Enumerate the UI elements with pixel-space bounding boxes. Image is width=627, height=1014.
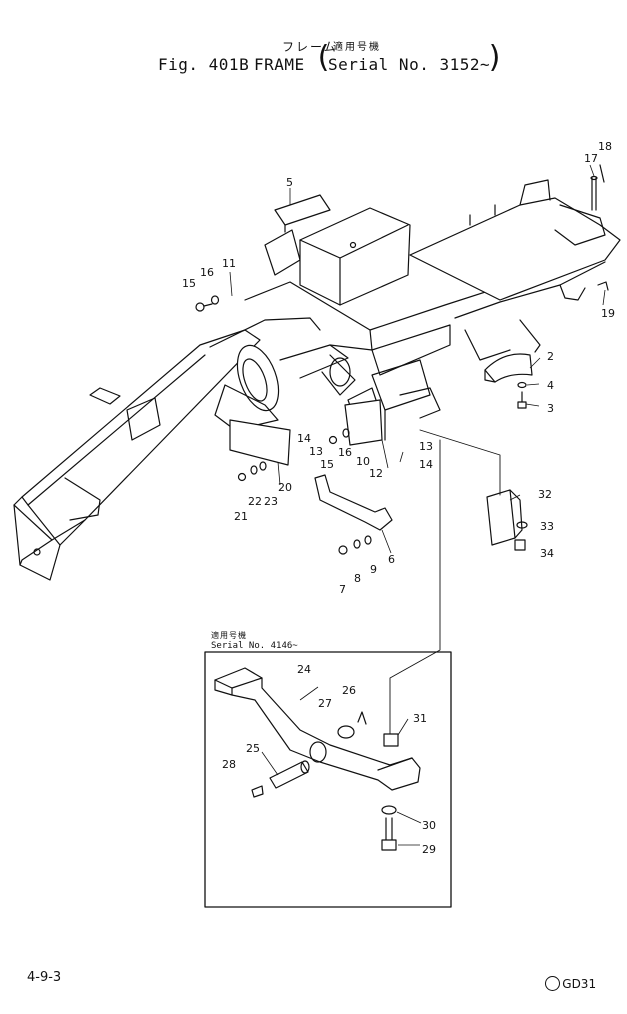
callout-18: 18: [598, 140, 612, 153]
inset-serial-note: Serial No. 4146~: [211, 641, 298, 651]
front-frame-rail: [13, 317, 321, 581]
callout-16a: 16: [200, 266, 214, 279]
callout-20: 20: [278, 481, 292, 494]
model-circle-mark: [545, 976, 560, 991]
callout-7: 7: [339, 583, 346, 596]
callout-32: 32: [538, 488, 552, 501]
callout-13b: 13: [419, 440, 433, 453]
callout-33: 33: [540, 520, 554, 533]
washer-16a: [210, 295, 220, 305]
mount-bracket-32: [486, 489, 523, 546]
washer-23: [259, 461, 267, 471]
callout-16b: 16: [338, 446, 352, 459]
callout-labels: 5 11 16 15 17 18 19 2 4 3 14 13 16 10 15…: [182, 140, 615, 856]
callout-12: 12: [369, 467, 383, 480]
callout-10: 10: [356, 455, 370, 468]
washer-8: [353, 539, 361, 549]
callout-29: 29: [422, 843, 436, 856]
callout-2: 2: [547, 350, 554, 363]
callout-13a: 13: [309, 445, 323, 458]
callout-21: 21: [234, 510, 248, 523]
callout-25: 25: [246, 742, 260, 755]
model-code-text: GD31: [562, 977, 597, 991]
inset-frame-box: [204, 651, 452, 908]
callout-14a: 14: [297, 432, 311, 445]
callout-30: 30: [422, 819, 436, 832]
rear-frame-rail: [409, 179, 621, 361]
pin-18: [599, 164, 605, 183]
bracket-right: ): [486, 40, 505, 75]
bolt-21: [237, 472, 247, 482]
serial-range: Serial No. 3152~: [328, 55, 491, 74]
nut-31: [383, 733, 399, 747]
inset-reference-leader: [389, 429, 501, 736]
callout-28: 28: [222, 758, 236, 771]
bolt-15b: [328, 435, 338, 445]
callout-23: 23: [264, 495, 278, 508]
callout-27: 27: [318, 697, 332, 710]
title-japanese-serial: 適用号機: [333, 42, 381, 53]
callout-24: 24: [297, 663, 311, 676]
washer-33: [516, 521, 528, 529]
washer-9: [364, 535, 372, 545]
callout-14b: 14: [419, 458, 433, 471]
nut-34: [514, 539, 526, 551]
bolt-3: [517, 391, 527, 409]
callout-9: 9: [370, 563, 377, 576]
pin-26: [357, 711, 367, 725]
grease-nipple-28: [251, 785, 264, 798]
figure-title: FRAME: [254, 55, 305, 74]
callout-4: 4: [547, 379, 554, 392]
pin-17: [590, 175, 598, 211]
bracket-left: (: [314, 40, 333, 75]
callout-3: 3: [547, 402, 554, 415]
callout-26: 26: [342, 684, 356, 697]
plate-19: [597, 281, 609, 291]
callout-34: 34: [540, 547, 554, 560]
callout-8: 8: [354, 572, 361, 585]
callout-11: 11: [222, 257, 236, 270]
crossmember-24: [214, 667, 421, 791]
callout-15b: 15: [320, 458, 334, 471]
washer-30: [381, 805, 397, 815]
title-japanese: フレーム: [282, 40, 338, 54]
page-number: 4-9-3: [27, 970, 62, 985]
washer-4: [517, 381, 527, 389]
callout-5: 5: [286, 176, 293, 189]
side-plate-20: [229, 419, 291, 466]
bolt-15a: [195, 302, 213, 312]
inset-note-japanese: 適用号機: [211, 631, 247, 640]
bearing-cap-2: [484, 353, 533, 383]
model-code: GD31: [547, 977, 596, 991]
bushing-25: [269, 760, 310, 789]
washer-27: [337, 725, 355, 739]
bolt-29: [381, 817, 397, 851]
cover-plate-5: [274, 194, 331, 233]
callout-6: 6: [388, 553, 395, 566]
bracket-plate-12: [344, 399, 383, 446]
callout-17: 17: [584, 152, 598, 165]
figure-number: Fig. 401B: [158, 55, 250, 74]
bolt-7: [338, 545, 348, 555]
washer-22: [250, 465, 258, 475]
callout-31: 31: [413, 712, 427, 725]
callout-15a: 15: [182, 277, 196, 290]
washer-16b: [342, 428, 350, 438]
strap-bracket-6: [314, 474, 393, 531]
leader-lines: [229, 164, 606, 846]
callout-22: 22: [248, 495, 262, 508]
callout-19: 19: [601, 307, 615, 320]
